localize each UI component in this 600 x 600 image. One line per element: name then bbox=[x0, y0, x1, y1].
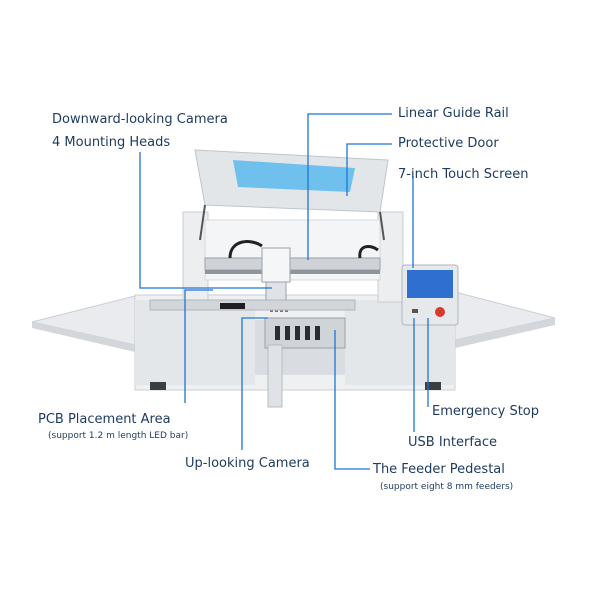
pcb-placement-table bbox=[149, 299, 356, 311]
foot-right bbox=[425, 382, 441, 390]
leader-linear-guide-rail bbox=[307, 113, 392, 260]
label-pcb-area: PCB Placement Area bbox=[38, 412, 171, 427]
label-emergency-stop: Emergency Stop bbox=[432, 404, 540, 419]
label-pcb-area-note: (support 1.2 m length LED bar) bbox=[48, 431, 189, 441]
usb-port bbox=[412, 309, 418, 313]
label-uplooking-camera: Up-looking Camera bbox=[185, 456, 310, 471]
touch-screen bbox=[407, 270, 453, 298]
leader-pcb-area bbox=[184, 289, 213, 403]
leader-uplooking-camera bbox=[241, 317, 268, 450]
label-linear-guide-rail: Linear Guide Rail bbox=[398, 106, 509, 121]
label-touch-screen: 7-inch Touch Screen bbox=[398, 167, 529, 182]
label-protective-door: Protective Door bbox=[398, 136, 499, 151]
label-mounting-heads: 4 Mounting Heads bbox=[52, 135, 171, 150]
foot-left bbox=[150, 382, 166, 390]
leader-feeder-pedestal bbox=[334, 330, 370, 470]
label-downward-camera: Downward-looking Camera bbox=[52, 112, 228, 127]
emergency-stop-button bbox=[435, 307, 445, 317]
label-usb-interface: USB Interface bbox=[408, 435, 498, 450]
leader-protective-door bbox=[346, 143, 392, 196]
protective-door-window bbox=[233, 160, 355, 192]
label-feeder-pedestal-note: (support eight 8 mm feeders) bbox=[380, 482, 514, 492]
label-feeder-pedestal: The Feeder Pedestal bbox=[373, 462, 505, 477]
mounting-head-carriage bbox=[261, 247, 291, 283]
leader-mounting-heads bbox=[139, 152, 272, 289]
